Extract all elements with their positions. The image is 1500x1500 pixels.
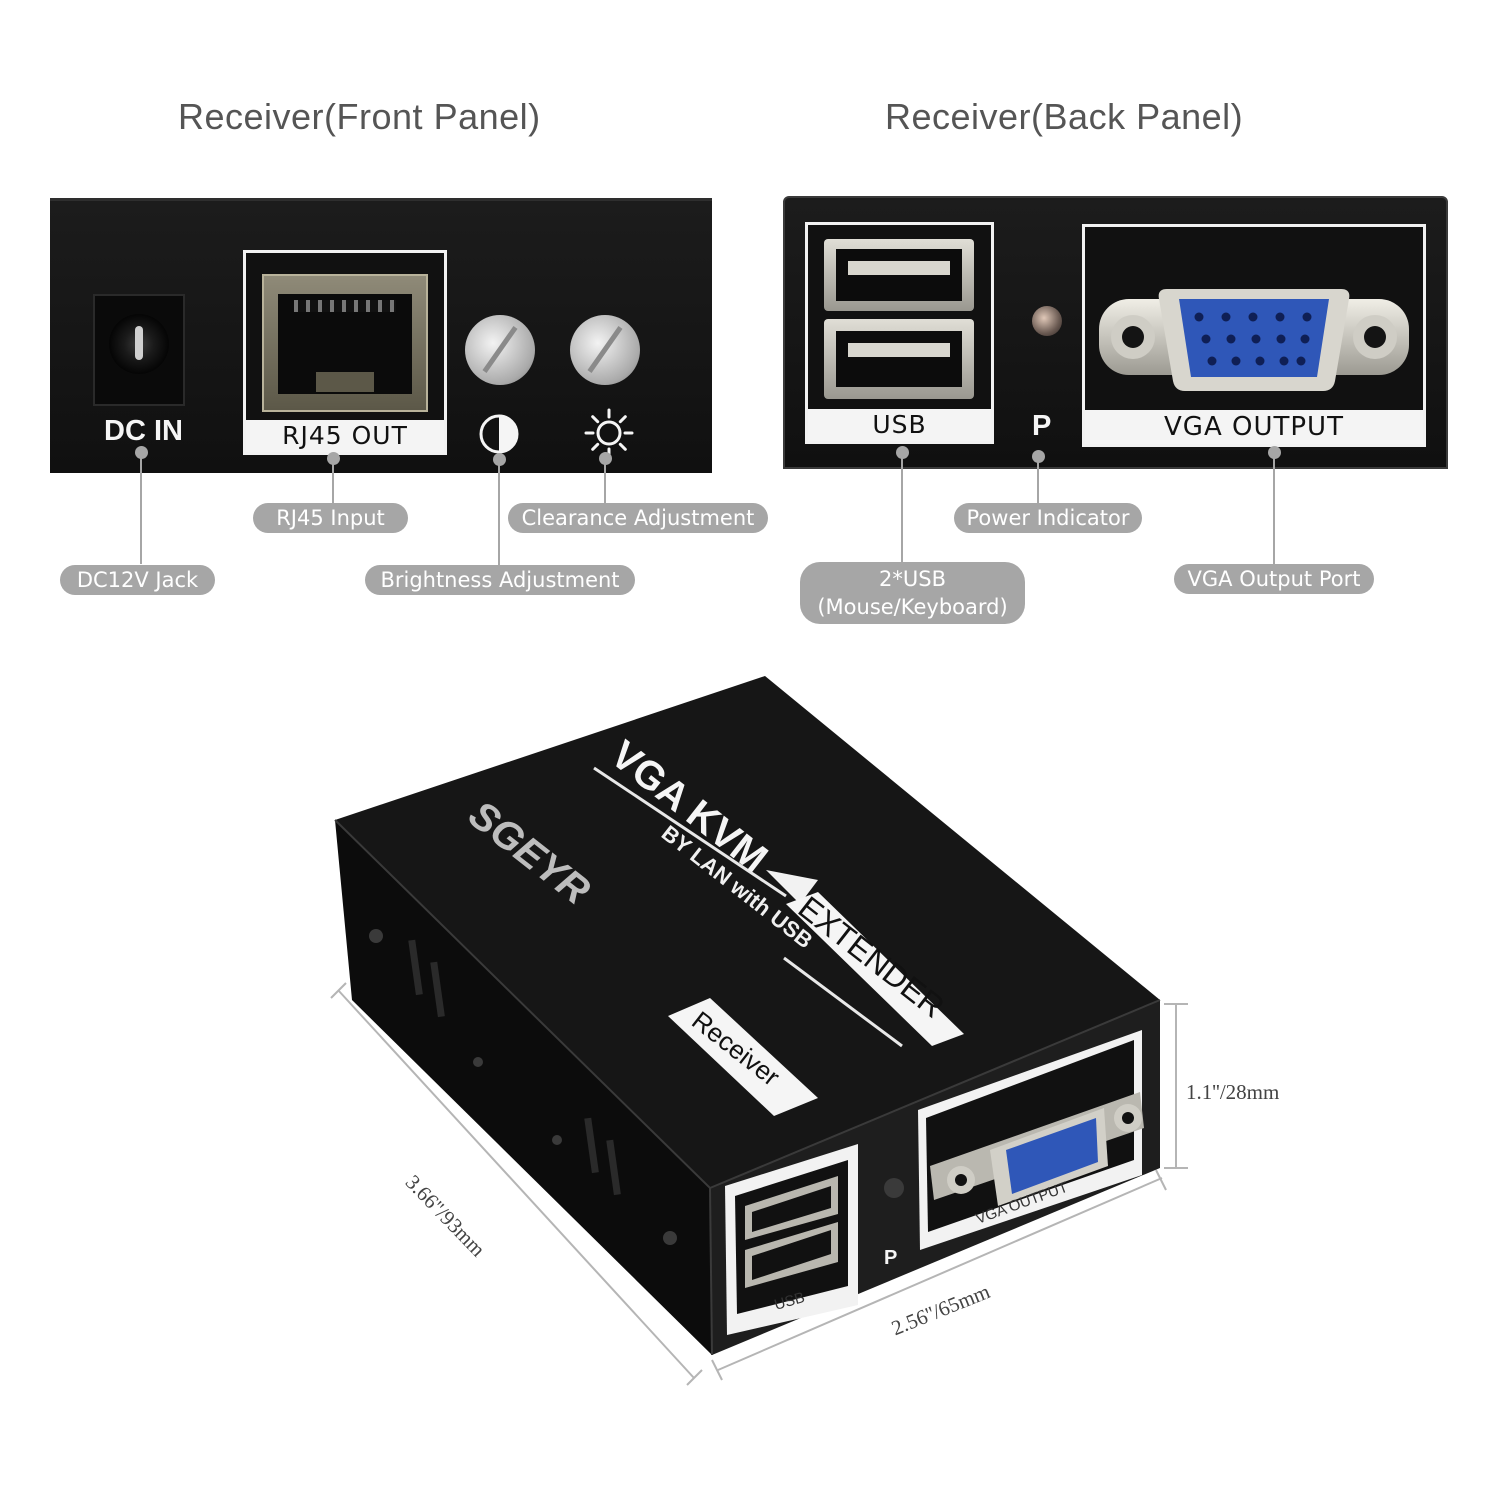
vga-leader — [1273, 452, 1275, 564]
clearance-knob[interactable] — [570, 315, 640, 385]
usb-frame: USB — [805, 222, 994, 444]
back-panel: USB P VGA OUTPUT — [783, 196, 1448, 469]
dc-jack — [93, 294, 185, 406]
front-panel-title: Receiver(Front Panel) — [178, 96, 541, 137]
vga-output-port-callout: VGA Output Port — [1174, 564, 1374, 594]
power-leader — [1037, 456, 1039, 503]
dimension-lines — [330, 982, 1188, 1386]
dc-jack-leader — [140, 452, 142, 564]
receiver-label-bg — [668, 998, 818, 1116]
power-indicator-callout: Power Indicator — [954, 503, 1142, 533]
rj45-leader — [332, 458, 334, 503]
clearance-leader — [604, 458, 606, 503]
back-panel-title: Receiver(Back Panel) — [885, 96, 1244, 137]
device-top-face — [335, 676, 1160, 1188]
front-panel: DC IN RJ45 OUT — [50, 198, 712, 473]
dc12v-jack-callout: DC12V Jack — [60, 565, 215, 595]
usb-port-top — [824, 239, 974, 311]
usb-callout-line1: 2*USB — [879, 567, 946, 591]
dimension-height: 1.1''/28mm — [1186, 1080, 1280, 1104]
dc-in-label: DC IN — [104, 415, 183, 447]
p-label: P — [1032, 410, 1052, 442]
device-side-face — [335, 820, 712, 1355]
device-power-led — [884, 1178, 904, 1198]
brightness-adjustment-callout: Brightness Adjustment — [365, 565, 635, 595]
usb-port-bottom — [824, 319, 974, 399]
rj45-port — [262, 274, 428, 412]
rj45-frame: RJ45 OUT — [243, 250, 447, 455]
usb-leader — [901, 452, 903, 562]
brightness-knob[interactable] — [465, 315, 535, 385]
sun-icon — [584, 408, 634, 458]
vga-frame: VGA OUTPUT — [1082, 224, 1426, 447]
rj45-input-callout: RJ45 Input — [253, 503, 408, 533]
vga-connector — [1099, 289, 1409, 391]
usb-callout-line2: (Mouse/Keyboard) — [817, 595, 1008, 619]
brightness-leader — [498, 459, 500, 565]
rj45-out-label: RJ45 OUT — [246, 420, 444, 452]
device-p-text: P — [884, 1247, 897, 1269]
clearance-adjustment-callout: Clearance Adjustment — [508, 503, 768, 533]
vga-output-label: VGA OUTPUT — [1085, 410, 1423, 444]
side-vents — [408, 939, 621, 1196]
usb-label: USB — [808, 409, 991, 441]
contrast-icon — [479, 414, 519, 454]
power-led — [1032, 306, 1062, 336]
usb-callout: 2*USB (Mouse/Keyboard) — [800, 562, 1025, 624]
